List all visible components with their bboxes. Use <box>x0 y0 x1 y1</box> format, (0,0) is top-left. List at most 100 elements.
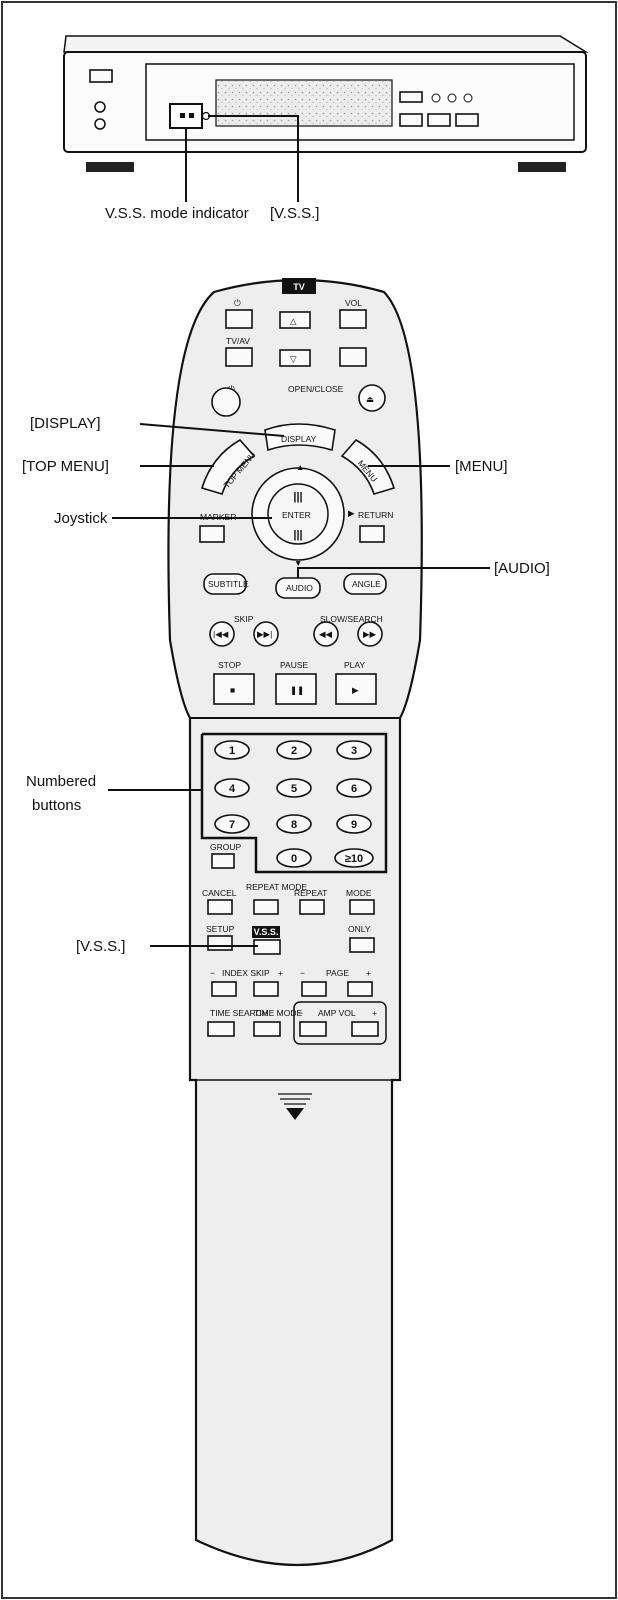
slow-search-back-button[interactable] <box>313 621 339 647</box>
vss-badge <box>252 926 280 938</box>
svg-text:6: 6 <box>351 783 357 795</box>
svg-text:+: + <box>366 968 371 978</box>
display-label: [DISPLAY] <box>30 415 101 432</box>
amp-vol-down-button[interactable] <box>299 1021 327 1037</box>
vol-up-button[interactable] <box>339 309 367 329</box>
tv-av-button[interactable] <box>225 347 253 367</box>
subtitle-button[interactable] <box>203 573 247 595</box>
svg-text:▶▶|: ▶▶| <box>257 629 272 639</box>
number-button[interactable] <box>214 778 250 798</box>
svg-text:TIME SEARCH: TIME SEARCH <box>210 1008 268 1018</box>
only-button[interactable] <box>349 937 375 953</box>
svg-text:+: + <box>372 1008 377 1018</box>
open-close-button[interactable] <box>358 384 386 412</box>
top-menu-button[interactable] <box>200 438 256 495</box>
svg-text:|◀◀: |◀◀ <box>213 629 229 639</box>
svg-text:2: 2 <box>291 745 297 757</box>
display-button[interactable] <box>264 423 336 452</box>
channel-up-button[interactable] <box>279 311 311 329</box>
svg-text:▶: ▶ <box>348 508 355 518</box>
svg-text:GROUP: GROUP <box>210 842 242 852</box>
index-skip-minus-button[interactable] <box>211 981 237 997</box>
time-mode-button[interactable] <box>253 1021 281 1037</box>
number-button[interactable] <box>276 778 312 798</box>
return-button[interactable] <box>359 525 385 543</box>
disc-tray <box>215 79 393 127</box>
angle-button[interactable] <box>343 573 387 595</box>
svg-text:−: − <box>300 968 305 978</box>
svg-text:OPEN/CLOSE: OPEN/CLOSE <box>288 384 344 394</box>
vol-down-button[interactable] <box>339 347 367 367</box>
pause-button[interactable] <box>275 673 317 705</box>
top-menu-label: [TOP MENU] <box>22 458 109 475</box>
svg-text:−: − <box>298 1008 303 1018</box>
svg-text:▶: ▶ <box>352 685 359 695</box>
svg-text:▶▶: ▶▶ <box>363 629 377 639</box>
lid-open-arrow-icon <box>286 1108 304 1120</box>
stop-button[interactable] <box>213 673 255 705</box>
svg-text:INDEX SKIP: INDEX SKIP <box>222 968 270 978</box>
group-button[interactable] <box>211 853 235 869</box>
time-search-button[interactable] <box>207 1021 235 1037</box>
marker-button[interactable] <box>199 525 225 543</box>
svg-text:REPEAT: REPEAT <box>294 888 327 898</box>
number-button[interactable] <box>276 740 312 760</box>
svg-text:MODE: MODE <box>346 888 372 898</box>
svg-text:⏻: ⏻ <box>234 298 241 308</box>
mode-button[interactable] <box>349 899 375 915</box>
svg-text:CANCEL: CANCEL <box>202 888 237 898</box>
setup-button[interactable] <box>207 935 233 951</box>
numbered-buttons-label-line1: Numbered <box>26 773 96 790</box>
page-plus-button[interactable] <box>347 981 373 997</box>
vss-mode-indicator <box>169 103 203 129</box>
play-button[interactable] <box>335 673 377 705</box>
svg-text:9: 9 <box>351 819 357 831</box>
player-power-button-remote[interactable] <box>211 387 241 417</box>
svg-text:7: 7 <box>229 819 235 831</box>
svg-text:⏏: ⏏ <box>366 394 374 404</box>
svg-text:REPEAT MODE: REPEAT MODE <box>246 882 307 892</box>
svg-text:▼: ▼ <box>294 558 302 568</box>
svg-text:SKIP: SKIP <box>234 614 254 624</box>
power-button[interactable] <box>225 309 253 329</box>
svg-text:3: 3 <box>351 745 357 757</box>
number-button[interactable] <box>336 778 372 798</box>
repeat-mode-button[interactable] <box>253 899 279 915</box>
svg-text:▽: ▽ <box>290 354 297 364</box>
number-button[interactable] <box>214 814 250 834</box>
remote-control: TV ⏻ △ VOL TV/AV ▽ ⏻ OPEN/CLOSE ⏏ DISPLA… <box>167 278 423 1566</box>
menu-label: [MENU] <box>455 458 508 475</box>
amp-vol-up-button[interactable] <box>351 1021 379 1037</box>
svg-text:❚❚: ❚❚ <box>290 685 304 696</box>
index-skip-plus-button[interactable] <box>253 981 279 997</box>
repeat-button[interactable] <box>299 899 325 915</box>
number-button[interactable] <box>334 848 374 868</box>
number-button[interactable] <box>276 814 312 834</box>
svg-text:SLOW/SEARCH: SLOW/SEARCH <box>320 614 383 624</box>
svg-text:◀◀: ◀◀ <box>319 629 333 639</box>
skip-forward-button[interactable] <box>253 621 279 647</box>
player-vss-label: [V.S.S.] <box>270 205 319 222</box>
dvd-player <box>63 35 589 172</box>
numbered-buttons-label-line2: buttons <box>32 797 81 814</box>
svg-text:STOP: STOP <box>218 660 241 670</box>
svg-text:SUBTITLE: SUBTITLE <box>208 579 249 589</box>
svg-text:4: 4 <box>229 783 236 795</box>
svg-text:SETUP: SETUP <box>206 924 235 934</box>
svg-text:TV/AV: TV/AV <box>226 336 250 346</box>
number-button[interactable] <box>336 814 372 834</box>
skip-back-button[interactable] <box>209 621 235 647</box>
number-button[interactable] <box>336 740 372 760</box>
channel-down-button[interactable] <box>279 349 311 367</box>
slow-search-forward-button[interactable] <box>357 621 383 647</box>
svg-text:AMP VOL: AMP VOL <box>318 1008 356 1018</box>
svg-text:TV: TV <box>293 282 305 292</box>
number-button[interactable] <box>214 740 250 760</box>
svg-text:ONLY: ONLY <box>348 924 371 934</box>
page-minus-button[interactable] <box>301 981 327 997</box>
svg-text:PAUSE: PAUSE <box>280 660 309 670</box>
svg-text:PLAY: PLAY <box>344 660 365 670</box>
number-button[interactable] <box>276 848 312 868</box>
cancel-button[interactable] <box>207 899 233 915</box>
